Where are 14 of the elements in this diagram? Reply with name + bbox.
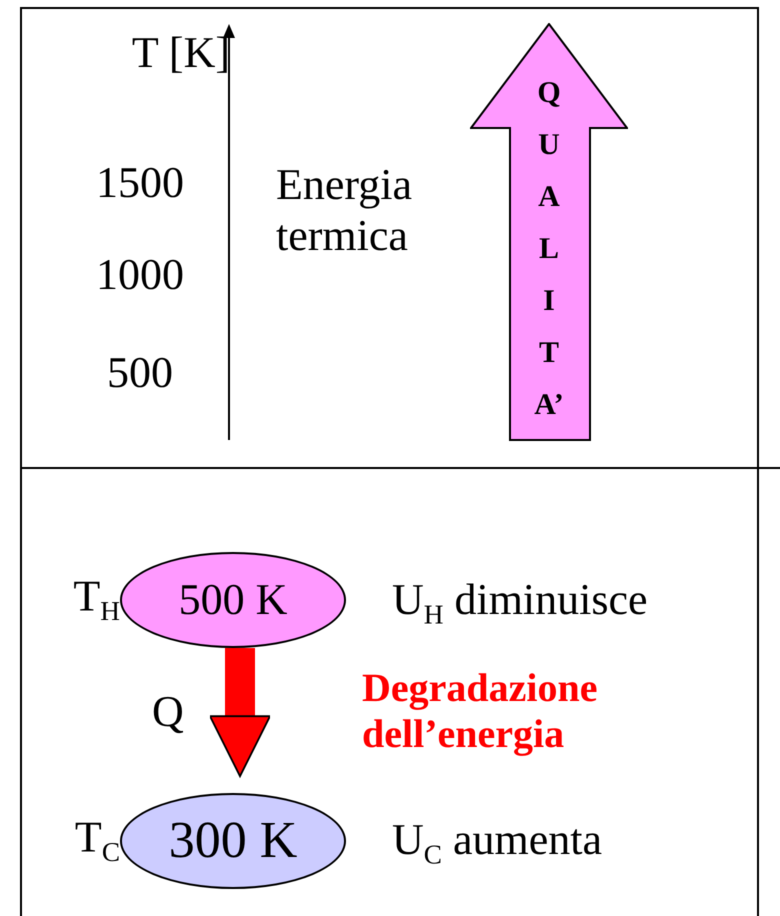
vertical-text: QUALITA’ [534,75,564,423]
annotation-text: U$_{C}$ aumenta [392,815,604,871]
tick-label: 1000 [95,250,185,301]
tick-label: 1500 [95,158,185,209]
tick-label: 500 [106,348,174,399]
annotation-text: Degradazione dell’energia [362,665,599,757]
axis-label: T [K] [130,28,230,79]
annotation-text: Energia termica [276,160,414,262]
node-caption: T$_{H}$ [73,574,120,626]
node-text: 500 K [178,578,288,622]
node-text: 300 K [168,815,298,867]
block-arrow [209,648,271,778]
annotation-text: U$_{H}$ diminuisce [392,575,649,631]
node-caption: T$_{C}$ [74,816,120,866]
